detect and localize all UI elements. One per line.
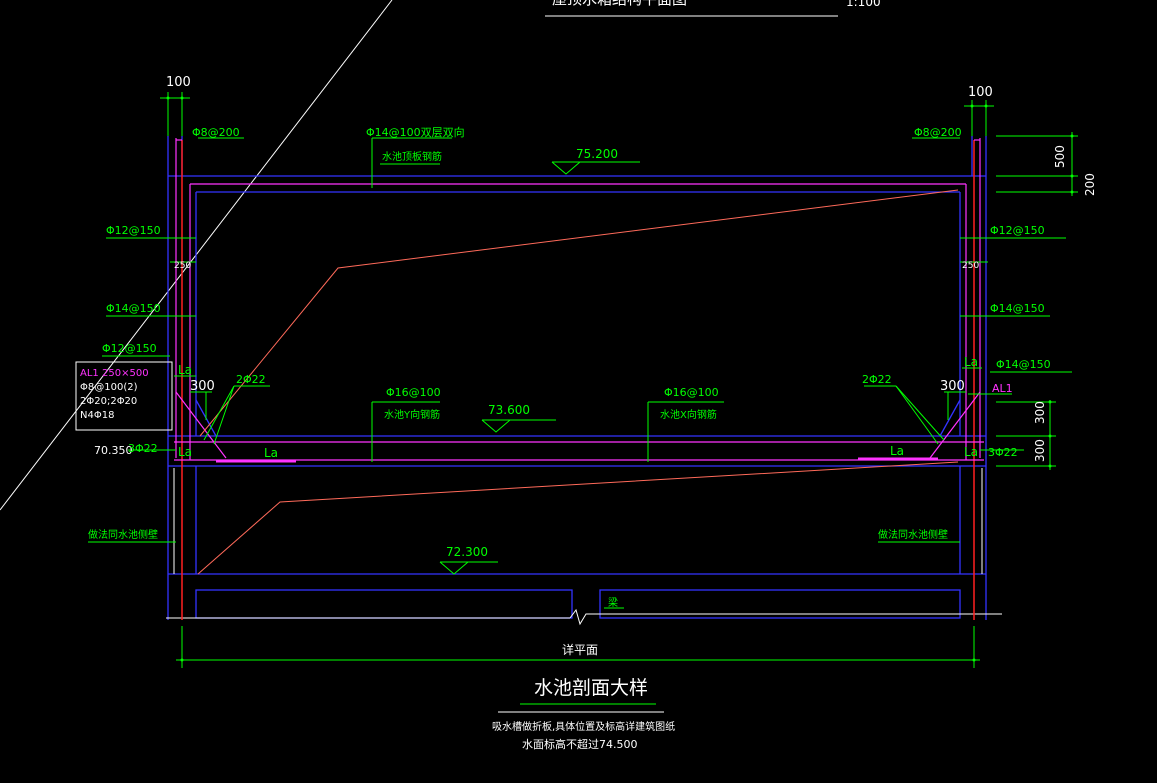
dimension-ticks (166, 96, 1074, 662)
elevation-floor: 72.300 (446, 545, 488, 559)
rebar-top-center: Φ14@100双层双向 (366, 125, 465, 139)
rebar-bottom-y: Φ16@100 (386, 386, 441, 399)
la-right-bottom: La (964, 445, 978, 459)
rebar-bottom-x: Φ16@100 (664, 386, 719, 399)
column-name-right: AL1 (992, 382, 1013, 395)
rebar-haunch-left: 2Φ22 (236, 373, 266, 386)
dim-right-200: 200 (1083, 173, 1097, 196)
dim-bottom-300b: 300 (1033, 439, 1047, 462)
dim-haunch-right: 250 (962, 261, 979, 271)
note-line1: 吸水槽做折板,具体位置及标高详建筑图纸 (492, 720, 675, 733)
column-line2: 2Φ20;2Φ20 (80, 396, 137, 407)
elevation-top: 75.200 (576, 147, 618, 161)
dim-bottom-300a: 300 (1033, 401, 1047, 424)
dim-wall-left: 100 (166, 75, 191, 90)
dim-right-500: 500 (1053, 145, 1067, 168)
concrete-outline (167, 136, 987, 620)
rebar-wall-left-3: Φ12@150 (102, 342, 157, 355)
note-left-wall: 做法同水池侧壁 (88, 528, 158, 541)
dimension-lines (88, 92, 1078, 713)
dim-wall-right: 100 (968, 85, 993, 100)
header-scale: 1:100 (846, 0, 881, 9)
la-left-upper: La (178, 363, 192, 377)
dim-corner-left: 300 (190, 379, 215, 394)
rebar-wall-left-1: Φ12@150 (106, 224, 161, 237)
la-left-slab: La (264, 446, 278, 460)
rebar-bottom-left: 3Φ22 (128, 442, 158, 455)
rebar-bottom-right: 3Φ22 (988, 446, 1018, 459)
rebar-bottom-x-sub: 水池X向钢筋 (660, 408, 717, 421)
elevation-bottom-slab: 73.600 (488, 403, 530, 417)
section-label: 详平面 (562, 642, 598, 657)
rebar-wall-left-2: Φ14@150 (106, 302, 161, 315)
rebar-wall-right-3: Φ14@150 (996, 358, 1051, 371)
rebar-haunch-right: 2Φ22 (862, 373, 892, 386)
column-size: 250×500 (102, 368, 149, 379)
note-right-wall: 做法同水池侧壁 (878, 528, 948, 541)
note-line2: 水面标高不超过74.500 (522, 737, 638, 751)
column-line1: Φ8@100(2) (80, 382, 138, 393)
rebar-bottom-y-sub: 水池Y向钢筋 (384, 408, 440, 421)
column-name: AL1 (80, 368, 99, 379)
rebar-wall-right-1: Φ12@150 (990, 224, 1045, 237)
slope-lines (197, 189, 959, 575)
axis-lines (181, 140, 975, 620)
la-right-upper: La (964, 355, 978, 369)
la-right-slab: La (890, 444, 904, 458)
dim-haunch-left: 250 (174, 261, 191, 271)
rebar-top-left: Φ8@200 (192, 126, 240, 139)
header-title: 屋顶水箱结构平面图 (552, 0, 687, 8)
rebar-top-center-sub: 水池顶板钢筋 (382, 150, 442, 163)
dim-corner-right: 300 (940, 379, 965, 394)
elevation-left: 70.350 (94, 444, 133, 457)
note-beam: 梁 (608, 596, 618, 609)
rebar-top-right: Φ8@200 (914, 126, 962, 139)
drawing-title: 水池剖面大样 (534, 677, 648, 699)
column-tag-box (75, 361, 173, 431)
rebar-lines (174, 138, 984, 463)
white-lines (166, 468, 1002, 626)
rebar-wall-right-2: Φ14@150 (990, 302, 1045, 315)
la-left-bottom: La (178, 445, 192, 459)
column-line3: N4Φ18 (80, 410, 114, 421)
